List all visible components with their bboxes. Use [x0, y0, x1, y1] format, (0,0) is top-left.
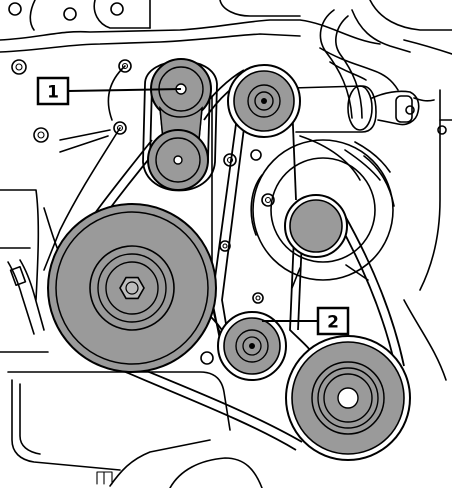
- bolt: [261, 193, 275, 207]
- upper-idler-pulley: [227, 64, 301, 138]
- hoses: [7, 9, 391, 335]
- callout-1-box: [36, 76, 70, 106]
- bolt: [8, 2, 22, 16]
- ac-compressor-pulley: [285, 335, 411, 461]
- bolt: [113, 121, 127, 135]
- bolt: [437, 125, 447, 135]
- alternator: [291, 85, 435, 133]
- bolt: [200, 351, 214, 365]
- callout-1-leader: [67, 88, 182, 92]
- crank-bolt-hex: [119, 276, 145, 300]
- tensioner-pulley: [217, 311, 287, 381]
- bolt: [252, 292, 264, 304]
- callout-2-label: 2: [327, 313, 339, 333]
- crankshaft-pulley: [47, 203, 217, 373]
- bolt: [110, 2, 124, 16]
- lower-drive-pulley: [147, 129, 209, 191]
- bolt: [33, 127, 49, 143]
- callout-1-label: 1: [47, 83, 59, 103]
- callout-1: 1: [36, 76, 182, 106]
- bolt: [118, 59, 132, 73]
- pump-housing: [250, 139, 395, 289]
- bolt: [11, 59, 27, 75]
- callout-2-box: [316, 306, 350, 336]
- water-pump-pulley: [284, 194, 348, 258]
- bolt: [63, 7, 77, 21]
- bolt: [250, 149, 262, 161]
- callout-2: 2: [262, 306, 350, 336]
